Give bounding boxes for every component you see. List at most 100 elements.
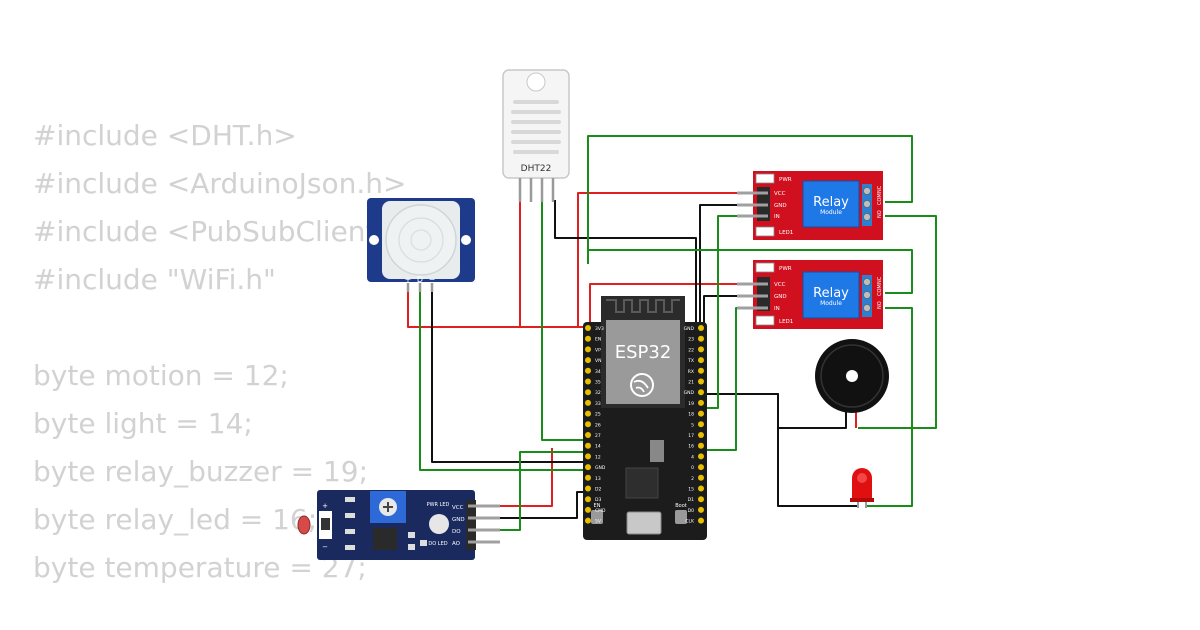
relay1-terminal-label: NC — [877, 185, 883, 193]
esp32-pin-left[interactable] — [585, 464, 591, 471]
esp32-pin-right[interactable] — [698, 367, 704, 374]
relay-module-2[interactable]: PWR LED1 VCC GND IN Relay Module NO COM … — [737, 260, 883, 329]
esp32-pin-right[interactable] — [698, 496, 704, 503]
esp32-pin-right[interactable] — [698, 464, 704, 471]
relay1-pin-label: VCC — [774, 191, 786, 197]
esp32-pin-label: 3V3 — [595, 326, 604, 332]
code-line: byte motion = 12; — [33, 359, 289, 392]
esp32-pin-right[interactable] — [698, 442, 704, 449]
wires — [407, 135, 937, 531]
esp32-pin-right[interactable] — [698, 506, 704, 513]
esp32-pin-left[interactable] — [585, 421, 591, 428]
esp32-pin-left[interactable] — [585, 325, 591, 331]
usb-port — [626, 511, 662, 535]
esp32-pin-left[interactable] — [585, 432, 591, 438]
en-button-label: EN — [594, 503, 601, 509]
wire-relay2-gnd[interactable] — [703, 295, 760, 404]
wire-relay2-in[interactable] — [704, 307, 760, 451]
wire-relay1-no[interactable] — [858, 215, 937, 429]
pir-motion-sensor[interactable]: + D − — [367, 198, 475, 292]
esp32-pin-right[interactable] — [698, 517, 704, 524]
esp32-pin-left[interactable] — [585, 442, 591, 449]
esp32-pin-label: 18 — [688, 412, 694, 418]
esp32-pin-left[interactable] — [585, 410, 591, 417]
esp32-pin-label: GND — [595, 465, 606, 471]
esp32-pin-left[interactable] — [585, 496, 591, 503]
wire-ldr-vcc[interactable] — [498, 448, 553, 507]
boot-button[interactable] — [675, 510, 687, 524]
dht22-sensor[interactable]: DHT22 — [502, 69, 570, 202]
wire-relay1-vcc[interactable] — [577, 192, 760, 327]
espressif-logo-icon — [630, 373, 654, 397]
wire-relay1-com[interactable] — [587, 135, 913, 250]
esp32-pin-right[interactable] — [698, 421, 704, 428]
esp32-pin-right[interactable] — [698, 389, 704, 396]
esp32-pin-left[interactable] — [585, 474, 591, 481]
relay-module-1[interactable]: PWR LED1 VCC GND IN Relay Module NO COM … — [737, 171, 883, 240]
esp32-pin-right[interactable] — [698, 346, 704, 353]
code-line: #include <ArduinoJson.h> — [33, 167, 407, 200]
esp32-pin-left[interactable] — [585, 517, 591, 524]
esp32-pin-label: 32 — [595, 390, 601, 396]
piezo-buzzer[interactable] — [815, 339, 889, 413]
code-line: byte relay_buzzer = 19; — [33, 455, 369, 488]
esp32-pin-left[interactable] — [585, 346, 591, 353]
relay2-pin-label: GND — [774, 294, 787, 300]
esp32-pin-left[interactable] — [585, 506, 591, 513]
esp32-pin-label: 15 — [688, 487, 694, 493]
relay2-title: Relay — [813, 286, 849, 301]
esp32-pin-left[interactable] — [585, 485, 591, 492]
code-line: #include <DHT.h> — [33, 119, 297, 152]
wire-pir-gnd[interactable] — [431, 287, 587, 463]
esp32-pin-right[interactable] — [698, 474, 704, 481]
esp32-pin-label: 17 — [688, 433, 694, 439]
wire-dht-signal[interactable] — [541, 200, 587, 441]
wire-ldr-do[interactable] — [498, 451, 587, 531]
code-line: #include "WiFi.h" — [33, 263, 276, 296]
esp32-pin-right[interactable] — [698, 399, 704, 406]
esp32-pin-label: 12 — [595, 454, 601, 460]
wire-relay2-com[interactable] — [587, 249, 913, 294]
esp32-pin-right[interactable] — [698, 410, 704, 417]
wire-relay1-gnd[interactable] — [699, 204, 760, 395]
ldr-pin-label: AO — [452, 541, 461, 547]
esp32-pin-right[interactable] — [698, 485, 704, 492]
esp32-pin-label: 16 — [688, 444, 694, 450]
esp32-pin-right[interactable] — [698, 378, 704, 385]
esp32-pin-label: GND — [684, 326, 695, 332]
esp32-pin-right[interactable] — [698, 325, 704, 331]
esp32-pin-right[interactable] — [698, 335, 704, 342]
esp32-pin-label: 25 — [595, 412, 601, 418]
relay2-subtitle: Module — [820, 300, 842, 307]
wire-relay2-no[interactable] — [866, 307, 913, 507]
red-led[interactable] — [850, 468, 874, 508]
wire-buzzer-gnd[interactable] — [708, 393, 847, 429]
esp32-pin-left[interactable] — [585, 399, 591, 406]
esp32-pin-label: D1 — [688, 497, 694, 503]
wire-relay2-vcc[interactable] — [589, 283, 760, 327]
wire-ldr-gnd[interactable] — [498, 491, 586, 519]
relay2-terminal-label: COM — [877, 284, 883, 296]
wire-pir-vcc[interactable] — [407, 287, 590, 328]
code-line: byte light = 14; — [33, 407, 253, 440]
pir-pin-label: + — [405, 275, 412, 284]
wire-dht-gnd[interactable] — [554, 200, 697, 332]
esp32-pin-left[interactable] — [585, 357, 591, 364]
esp32-pin-label: 4 — [691, 454, 694, 460]
esp32-pin-left[interactable] — [585, 367, 591, 374]
pir-pin-label: D — [417, 275, 423, 284]
en-button[interactable] — [591, 510, 603, 524]
esp32-pin-right[interactable] — [698, 453, 704, 460]
ldr-light-sensor-module[interactable]: + − PWR LED DO LED VCC GND DO AO — [297, 490, 500, 560]
esp32-pin-left[interactable] — [585, 378, 591, 385]
esp32-pin-right[interactable] — [698, 432, 704, 438]
esp32-pin-left[interactable] — [585, 335, 591, 342]
esp32-pin-left[interactable] — [585, 389, 591, 396]
esp32-board[interactable]: ESP32 EN Boot 3V3ENVPVN34353233252627141… — [583, 296, 707, 540]
esp32-pin-right[interactable] — [698, 357, 704, 364]
esp32-pin-label: 22 — [688, 347, 694, 353]
wire-pir-signal[interactable] — [419, 287, 587, 471]
wire-relay1-in[interactable] — [704, 215, 760, 409]
esp32-pin-left[interactable] — [585, 453, 591, 460]
